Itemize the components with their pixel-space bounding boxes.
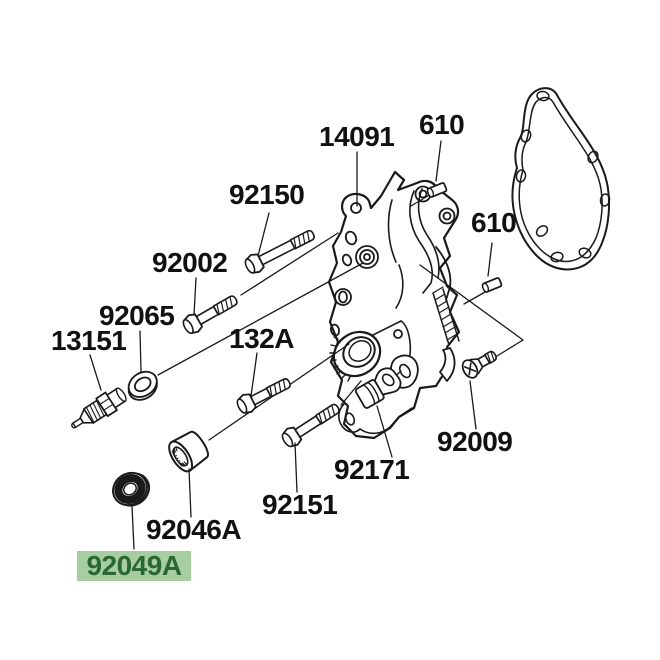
screw-92009-drawing xyxy=(461,350,497,379)
cover-contours xyxy=(359,188,440,435)
part-label-92049A-highlighted: 92049A xyxy=(77,551,191,581)
cap-92171-drawing xyxy=(354,367,402,409)
engine-cover-drawing xyxy=(327,170,461,440)
bolt-92002-drawing xyxy=(182,295,238,335)
oil-seal-92049A-drawing xyxy=(112,471,151,507)
part-label-132A: 132A xyxy=(229,323,294,354)
part-label-92002: 92002 xyxy=(152,247,228,278)
part-label-13151: 13151 xyxy=(51,325,127,356)
water-pump-bore xyxy=(329,330,382,382)
part-label-610-top: 610 xyxy=(419,109,465,140)
bolt-92151-drawing xyxy=(281,403,340,448)
leader-lines xyxy=(89,140,493,550)
part-label-92151: 92151 xyxy=(262,489,338,520)
gasket-holes xyxy=(515,90,611,263)
part-label-92150: 92150 xyxy=(229,179,305,210)
part-label-92046A: 92046A xyxy=(146,514,242,545)
gasket-drawing xyxy=(511,87,611,271)
part-label-14091: 14091 xyxy=(319,121,395,152)
part-label-92065: 92065 xyxy=(99,300,175,331)
part-label-610-right: 610 xyxy=(471,207,517,238)
pin-610-top-drawing xyxy=(426,182,448,198)
bearing-92046A-drawing xyxy=(168,430,210,473)
part-label-92009: 92009 xyxy=(437,426,513,457)
switch-13151-drawing xyxy=(71,387,127,429)
pin-610-right-drawing xyxy=(481,277,503,293)
bolt-92150-drawing xyxy=(244,229,315,274)
part-label-92171: 92171 xyxy=(334,454,410,485)
washer-92065-drawing xyxy=(127,370,158,401)
bolt-132A-drawing xyxy=(236,378,291,414)
